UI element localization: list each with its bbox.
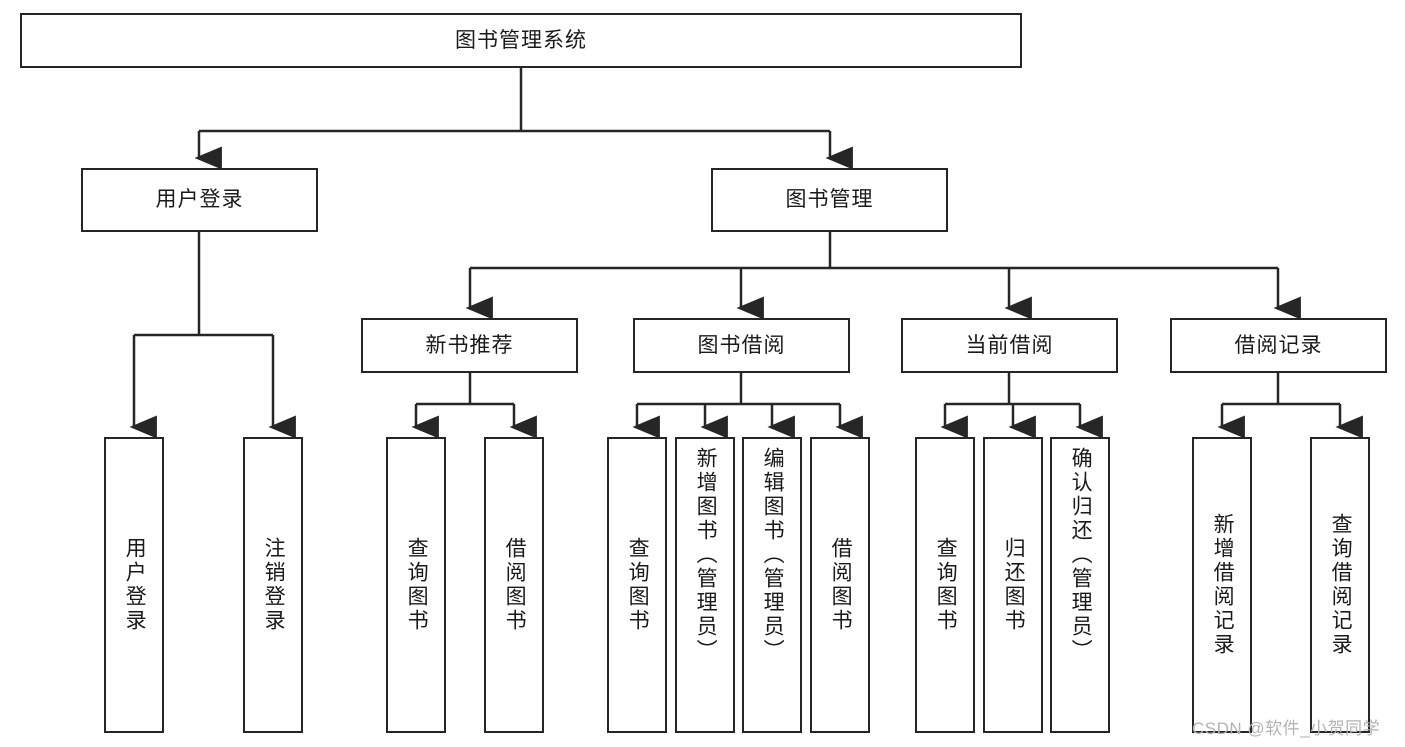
leaf-node[interactable]: 查询图书 [607, 437, 667, 733]
leaf-node-label: 注销登录 [262, 537, 286, 633]
leaf-node[interactable]: 归还图书 [983, 437, 1043, 733]
node-level2-borrow-records[interactable]: 借阅记录 [1170, 318, 1387, 373]
leaf-node-label: 确认归还（管理员） [1069, 447, 1093, 663]
leaf-node-label: 编辑图书（管理员） [761, 447, 785, 663]
csdn-watermark: CSDN @软件_小贺同学 [1192, 719, 1381, 738]
node-level2-new-book-recommend[interactable]: 新书推荐 [361, 318, 578, 373]
leaf-node[interactable]: 新增借阅记录 [1192, 437, 1252, 733]
leaf-node-label: 归还图书 [1002, 537, 1026, 633]
node-root[interactable]: 图书管理系统 [20, 13, 1022, 68]
leaf-node[interactable]: 注销登录 [243, 437, 303, 733]
node-level2-book-borrow[interactable]: 图书借阅 [633, 318, 850, 373]
leaf-node[interactable]: 借阅图书 [484, 437, 544, 733]
leaf-node[interactable]: 查询图书 [386, 437, 446, 733]
node-level1-book-management-label: 图书管理 [785, 188, 874, 212]
node-root-label: 图书管理系统 [455, 28, 587, 52]
node-level1-user-login[interactable]: 用户登录 [81, 168, 318, 232]
leaf-node-label: 查询借阅记录 [1329, 513, 1353, 657]
leaf-node[interactable]: 查询借阅记录 [1310, 437, 1370, 733]
leaf-node[interactable]: 用户登录 [104, 437, 164, 733]
leaf-node-label: 借阅图书 [829, 537, 853, 633]
leaf-node[interactable]: 编辑图书（管理员） [742, 437, 802, 733]
leaf-node-label: 用户登录 [123, 537, 147, 633]
node-level1-user-login-label: 用户登录 [155, 188, 244, 212]
leaf-node-label: 查询图书 [405, 537, 429, 633]
node-level2-new-book-recommend-label: 新书推荐 [425, 333, 514, 357]
node-level1-book-management[interactable]: 图书管理 [711, 168, 948, 232]
leaf-node-label: 新增图书（管理员） [694, 447, 718, 663]
leaf-node-label: 借阅图书 [503, 537, 527, 633]
leaf-node-label: 新增借阅记录 [1211, 513, 1235, 657]
node-level2-current-borrow[interactable]: 当前借阅 [901, 318, 1118, 373]
node-level2-book-borrow-label: 图书借阅 [697, 333, 786, 357]
leaf-node[interactable]: 确认归还（管理员） [1050, 437, 1110, 733]
node-level2-borrow-records-label: 借阅记录 [1234, 333, 1323, 357]
leaf-node-label: 查询图书 [626, 537, 650, 633]
leaf-node-label: 查询图书 [934, 537, 958, 633]
node-level2-current-borrow-label: 当前借阅 [965, 333, 1054, 357]
leaf-node[interactable]: 查询图书 [915, 437, 975, 733]
leaf-node[interactable]: 借阅图书 [810, 437, 870, 733]
leaf-node[interactable]: 新增图书（管理员） [675, 437, 735, 733]
